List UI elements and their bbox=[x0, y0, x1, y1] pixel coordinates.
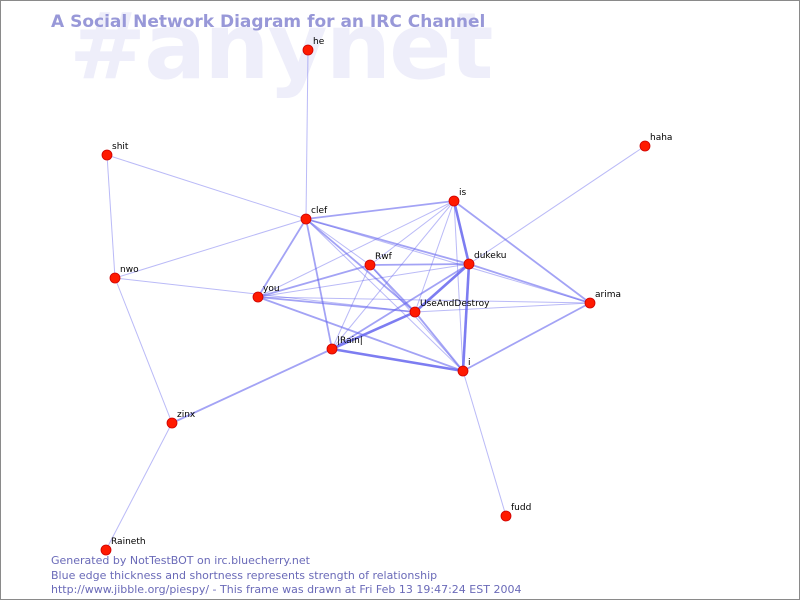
edge-shit-clef bbox=[106, 154, 307, 220]
node-dot bbox=[463, 258, 475, 270]
edge-he-clef bbox=[305, 49, 309, 220]
edge-clef-arima bbox=[305, 218, 591, 304]
edge-clef-dukeku bbox=[305, 218, 470, 265]
node-dot bbox=[100, 544, 112, 556]
edge-clef-UseAndDestroy bbox=[305, 218, 416, 313]
edge-zinx-Rain bbox=[171, 348, 333, 424]
node-label: UseAndDestroy bbox=[420, 299, 490, 309]
node-dot bbox=[500, 510, 512, 522]
edge-shit-nwo bbox=[106, 154, 116, 279]
node-dot bbox=[409, 306, 421, 318]
footer-legend: Blue edge thickness and shortness repres… bbox=[51, 568, 438, 582]
node-label: |Rain| bbox=[337, 336, 363, 346]
node-label: clef bbox=[311, 206, 328, 216]
node-label: i bbox=[468, 358, 471, 368]
edge-Rain-i bbox=[331, 347, 464, 373]
node-is: is bbox=[448, 188, 467, 207]
node-label: nwo bbox=[120, 265, 139, 275]
edge-is-arima bbox=[453, 200, 591, 304]
edge-i-fudd bbox=[462, 370, 507, 517]
edge-clef-you bbox=[257, 218, 307, 298]
node-zinx: zinx bbox=[166, 410, 196, 429]
footer-url-timestamp: http://www.jibble.org/piespy/ - This fra… bbox=[51, 583, 522, 596]
diagram-title: A Social Network Diagram for an IRC Chan… bbox=[51, 12, 486, 32]
node-dot bbox=[584, 297, 596, 309]
edge-Rwf-UseAndDestroy bbox=[369, 264, 416, 313]
footer-generated-by: Generated by NotTestBOT on irc.bluecherr… bbox=[51, 554, 310, 567]
node-shit: shit bbox=[101, 142, 129, 161]
node-clef: clef bbox=[300, 206, 328, 225]
node-Raineth: Raineth bbox=[100, 537, 146, 556]
edge-clef-i bbox=[305, 218, 464, 372]
node-UseAndDestroy: UseAndDestroy bbox=[409, 299, 490, 318]
node-arima: arima bbox=[584, 290, 621, 309]
edge-clef-Rwf bbox=[305, 218, 371, 266]
node-haha: haha bbox=[639, 133, 672, 152]
node-label: fudd bbox=[511, 503, 531, 513]
footer-info: Generated by NotTestBOT on irc.bluecherr… bbox=[51, 554, 521, 598]
edge-zinx-Raineth bbox=[105, 422, 173, 551]
node-nwo: nwo bbox=[109, 265, 139, 284]
edge-dukeku-Rain bbox=[331, 263, 470, 350]
node-dot bbox=[166, 417, 178, 429]
node-label: you bbox=[263, 284, 280, 294]
edge-you-arima bbox=[257, 296, 591, 304]
node-dot bbox=[302, 44, 314, 56]
node-label: arima bbox=[595, 290, 621, 300]
edge-is-Rain bbox=[331, 200, 455, 350]
node-label: haha bbox=[650, 133, 672, 143]
node-dot bbox=[252, 291, 264, 303]
node-dukeku: dukeku bbox=[463, 251, 506, 270]
node-dot bbox=[364, 259, 376, 271]
edge-nwo-clef bbox=[114, 218, 307, 279]
node-dot bbox=[457, 365, 469, 377]
node-label: he bbox=[313, 37, 325, 47]
edge-dukeku-i bbox=[461, 263, 471, 372]
node-label: zinx bbox=[177, 410, 196, 420]
node-fudd: fudd bbox=[500, 503, 531, 522]
node-you: you bbox=[252, 284, 280, 303]
edge-is-dukeku bbox=[452, 200, 471, 265]
edge-clef-Rain bbox=[305, 218, 333, 350]
edge-dukeku-arima bbox=[468, 263, 591, 304]
edge-i-arima bbox=[462, 302, 591, 372]
node-dot bbox=[639, 140, 651, 152]
edge-you-UseAndDestroy bbox=[257, 296, 416, 313]
edge-clef-is bbox=[305, 200, 455, 220]
node-i: i bbox=[457, 358, 471, 377]
edge-you-i bbox=[257, 296, 464, 372]
edge-UseAndDestroy-Rain bbox=[331, 310, 416, 351]
edge-Rwf-you bbox=[257, 264, 371, 298]
node-layer: he shit haha clef is nwo Rwf dukeku youUseAndDes… bbox=[100, 37, 672, 556]
edge-layer bbox=[105, 49, 646, 551]
edge-haha-dukeku bbox=[468, 145, 646, 265]
node-label: is bbox=[459, 188, 467, 198]
edge-nwo-zinx bbox=[114, 277, 173, 424]
edge-UseAndDestroy-arima bbox=[414, 302, 591, 313]
edge-dukeku-UseAndDestroy bbox=[414, 263, 470, 313]
node-label: dukeku bbox=[474, 251, 506, 261]
edge-is-Rwf bbox=[369, 200, 455, 266]
node-he: he bbox=[302, 37, 325, 56]
edge-Rwf-Rain bbox=[331, 264, 371, 350]
edge-dukeku-you bbox=[257, 263, 470, 298]
edge-is-you bbox=[257, 200, 455, 298]
node-dot bbox=[300, 213, 312, 225]
node-Rain: |Rain| bbox=[326, 336, 363, 355]
node-dot bbox=[326, 343, 338, 355]
node-label: Raineth bbox=[111, 537, 146, 547]
node-label: shit bbox=[112, 142, 129, 152]
edge-UseAndDestroy-i bbox=[414, 311, 464, 372]
node-label: Rwf bbox=[375, 252, 393, 262]
node-dot bbox=[101, 149, 113, 161]
edge-Rwf-dukeku bbox=[369, 263, 470, 266]
channel-watermark: #anynet bbox=[69, 0, 494, 100]
edge-is-i bbox=[453, 200, 464, 372]
node-dot bbox=[448, 195, 460, 207]
node-Rwf: Rwf bbox=[364, 252, 393, 271]
node-dot bbox=[109, 272, 121, 284]
